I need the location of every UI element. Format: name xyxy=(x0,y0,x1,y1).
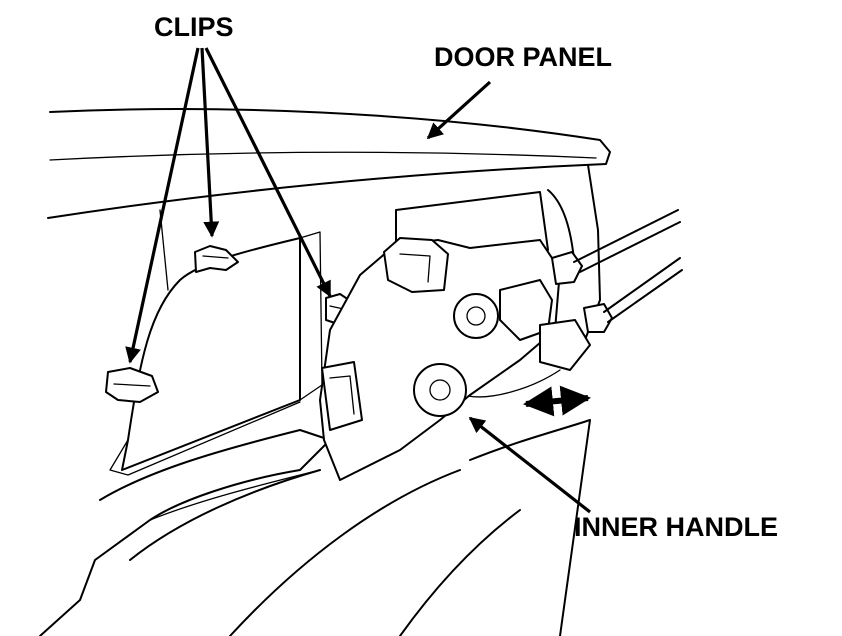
clips-label: CLIPS xyxy=(154,12,234,42)
clip-lower xyxy=(105,367,159,403)
inner-handle-illustration xyxy=(319,191,613,481)
pull-direction-arrow xyxy=(523,385,591,417)
door-panel-illustration xyxy=(39,108,611,636)
inner-handle-label: INNER HANDLE xyxy=(574,512,778,542)
door-panel-label: DOOR PANEL xyxy=(434,42,612,72)
clip-upper xyxy=(194,245,239,273)
actuator-rods xyxy=(573,209,683,323)
leader-lines xyxy=(125,47,591,514)
